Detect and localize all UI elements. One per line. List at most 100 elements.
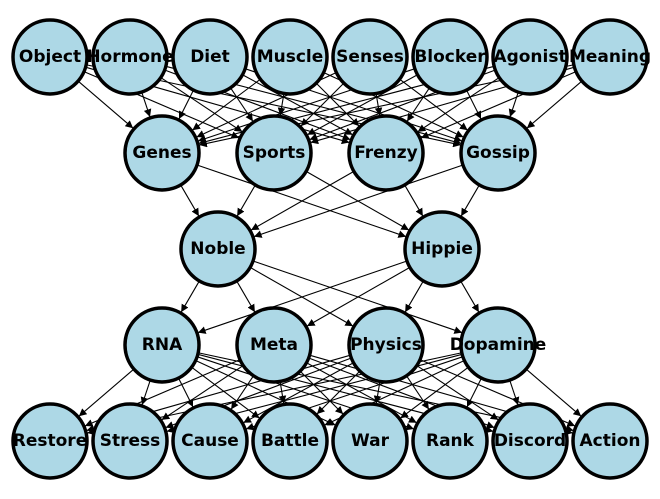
node-discord: Discord [491, 402, 569, 480]
node-label: Meta [250, 335, 298, 355]
node-circle [411, 18, 489, 96]
node-label: Rank [426, 431, 475, 451]
node-circle [571, 402, 649, 480]
node-circle [11, 402, 89, 480]
node-cause: Cause [171, 402, 249, 480]
node-diet: Diet [171, 18, 249, 96]
edge-meta-to-war [299, 370, 344, 415]
node-circle [123, 306, 201, 384]
edge-senses-to-sports [300, 82, 345, 127]
node-physics: Physics [347, 306, 425, 384]
node-label: Diet [190, 47, 230, 67]
edge-sports-to-noble [236, 184, 256, 217]
node-stress: Stress [91, 402, 169, 480]
edge-meta-to-battle [278, 381, 287, 404]
node-label: Battle [261, 431, 319, 451]
node-dopamine: Dopamine [450, 306, 547, 384]
node-label: War [351, 431, 390, 451]
edge-hormone-to-genes [141, 91, 152, 118]
node-label: Agonist [493, 47, 566, 67]
node-label: Blocker [414, 47, 486, 67]
node-circle [179, 210, 257, 288]
edge-diet-to-genes [178, 89, 194, 120]
node-label: Cause [181, 431, 239, 451]
node-muscle: Muscle [251, 18, 329, 96]
node-label: Hippie [411, 239, 473, 259]
edge-diet-to-frenzy [242, 74, 353, 136]
edge-hippie-to-meta [306, 266, 411, 327]
node-circle [571, 18, 649, 96]
node-circle [347, 114, 425, 192]
node-meta: Meta [235, 306, 313, 384]
node-genes: Genes [123, 114, 201, 192]
edge-hippie-to-rna [197, 260, 408, 334]
node-battle: Battle [251, 402, 329, 480]
edge-muscle-to-genes [192, 78, 261, 131]
edge-dopamine-to-rank [466, 377, 482, 408]
edge-noble-to-meta [236, 280, 256, 313]
edge-agonist-to-frenzy [417, 77, 500, 133]
node-label: Restore [13, 431, 87, 451]
edge-physics-to-cause [243, 362, 354, 424]
edge-hormone-to-sports [160, 77, 243, 133]
node-circle [411, 402, 489, 480]
node-circle [171, 18, 249, 96]
node-label: Dopamine [450, 335, 547, 355]
node-label: Stress [100, 431, 161, 451]
node-hormone: Hormone [86, 18, 174, 96]
edge-gossip-to-hippie [460, 184, 480, 217]
node-circle [235, 306, 313, 384]
node-label: Gossip [466, 143, 530, 163]
node-circle [459, 114, 537, 192]
edge-rna-to-restore [78, 368, 135, 417]
edge-hippie-to-dopamine [460, 280, 480, 313]
edge-blocker-to-gossip [466, 89, 482, 120]
edge-frenzy-to-hippie [404, 184, 424, 217]
node-label: Muscle [257, 47, 324, 67]
node-circle [11, 18, 89, 96]
node-war: War [331, 402, 409, 480]
node-senses: Senses [331, 18, 409, 96]
edge-dopamine-to-war [400, 366, 469, 419]
edge-diet-to-sports [230, 87, 254, 122]
node-circle [123, 114, 201, 192]
node-circle [91, 18, 169, 96]
node-label: Genes [132, 143, 191, 163]
edge-meaning-to-gossip [526, 80, 583, 129]
edge-dopamine-to-action [525, 368, 582, 417]
edge-muscle-to-frenzy [315, 82, 360, 127]
node-label: RNA [142, 335, 183, 355]
edge-physics-to-rank [406, 375, 430, 410]
node-circle [171, 402, 249, 480]
edge-genes-to-noble [180, 184, 200, 217]
edge-meta-to-stress [161, 365, 244, 421]
node-agonist: Agonist [491, 18, 569, 96]
edge-physics-to-discord [416, 365, 499, 421]
node-circle [491, 18, 569, 96]
node-label: Senses [336, 47, 404, 67]
node-circle [347, 306, 425, 384]
edge-physics-to-battle [316, 370, 361, 415]
node-circle [91, 402, 169, 480]
node-frenzy: Frenzy [347, 114, 425, 192]
node-label: Hormone [86, 47, 173, 67]
node-hippie: Hippie [403, 210, 481, 288]
edge-rna-to-cause [178, 377, 194, 408]
edge-blocker-to-frenzy [406, 87, 430, 122]
node-circle [251, 402, 329, 480]
edge-noble-to-rna [180, 280, 200, 313]
edge-blocker-to-sports [307, 74, 418, 136]
node-restore: Restore [11, 402, 89, 480]
node-blocker: Blocker [411, 18, 489, 96]
node-label: Frenzy [354, 143, 418, 163]
node-circle [459, 306, 537, 384]
edge-gossip-to-noble [253, 164, 464, 238]
node-circle [491, 402, 569, 480]
node-circle [235, 114, 313, 192]
node-label: Object [19, 47, 81, 67]
node-label: Physics [350, 335, 422, 355]
node-object: Object [11, 18, 89, 96]
node-meaning: Meaning [569, 18, 651, 96]
edge-frenzy-to-noble [250, 170, 355, 231]
